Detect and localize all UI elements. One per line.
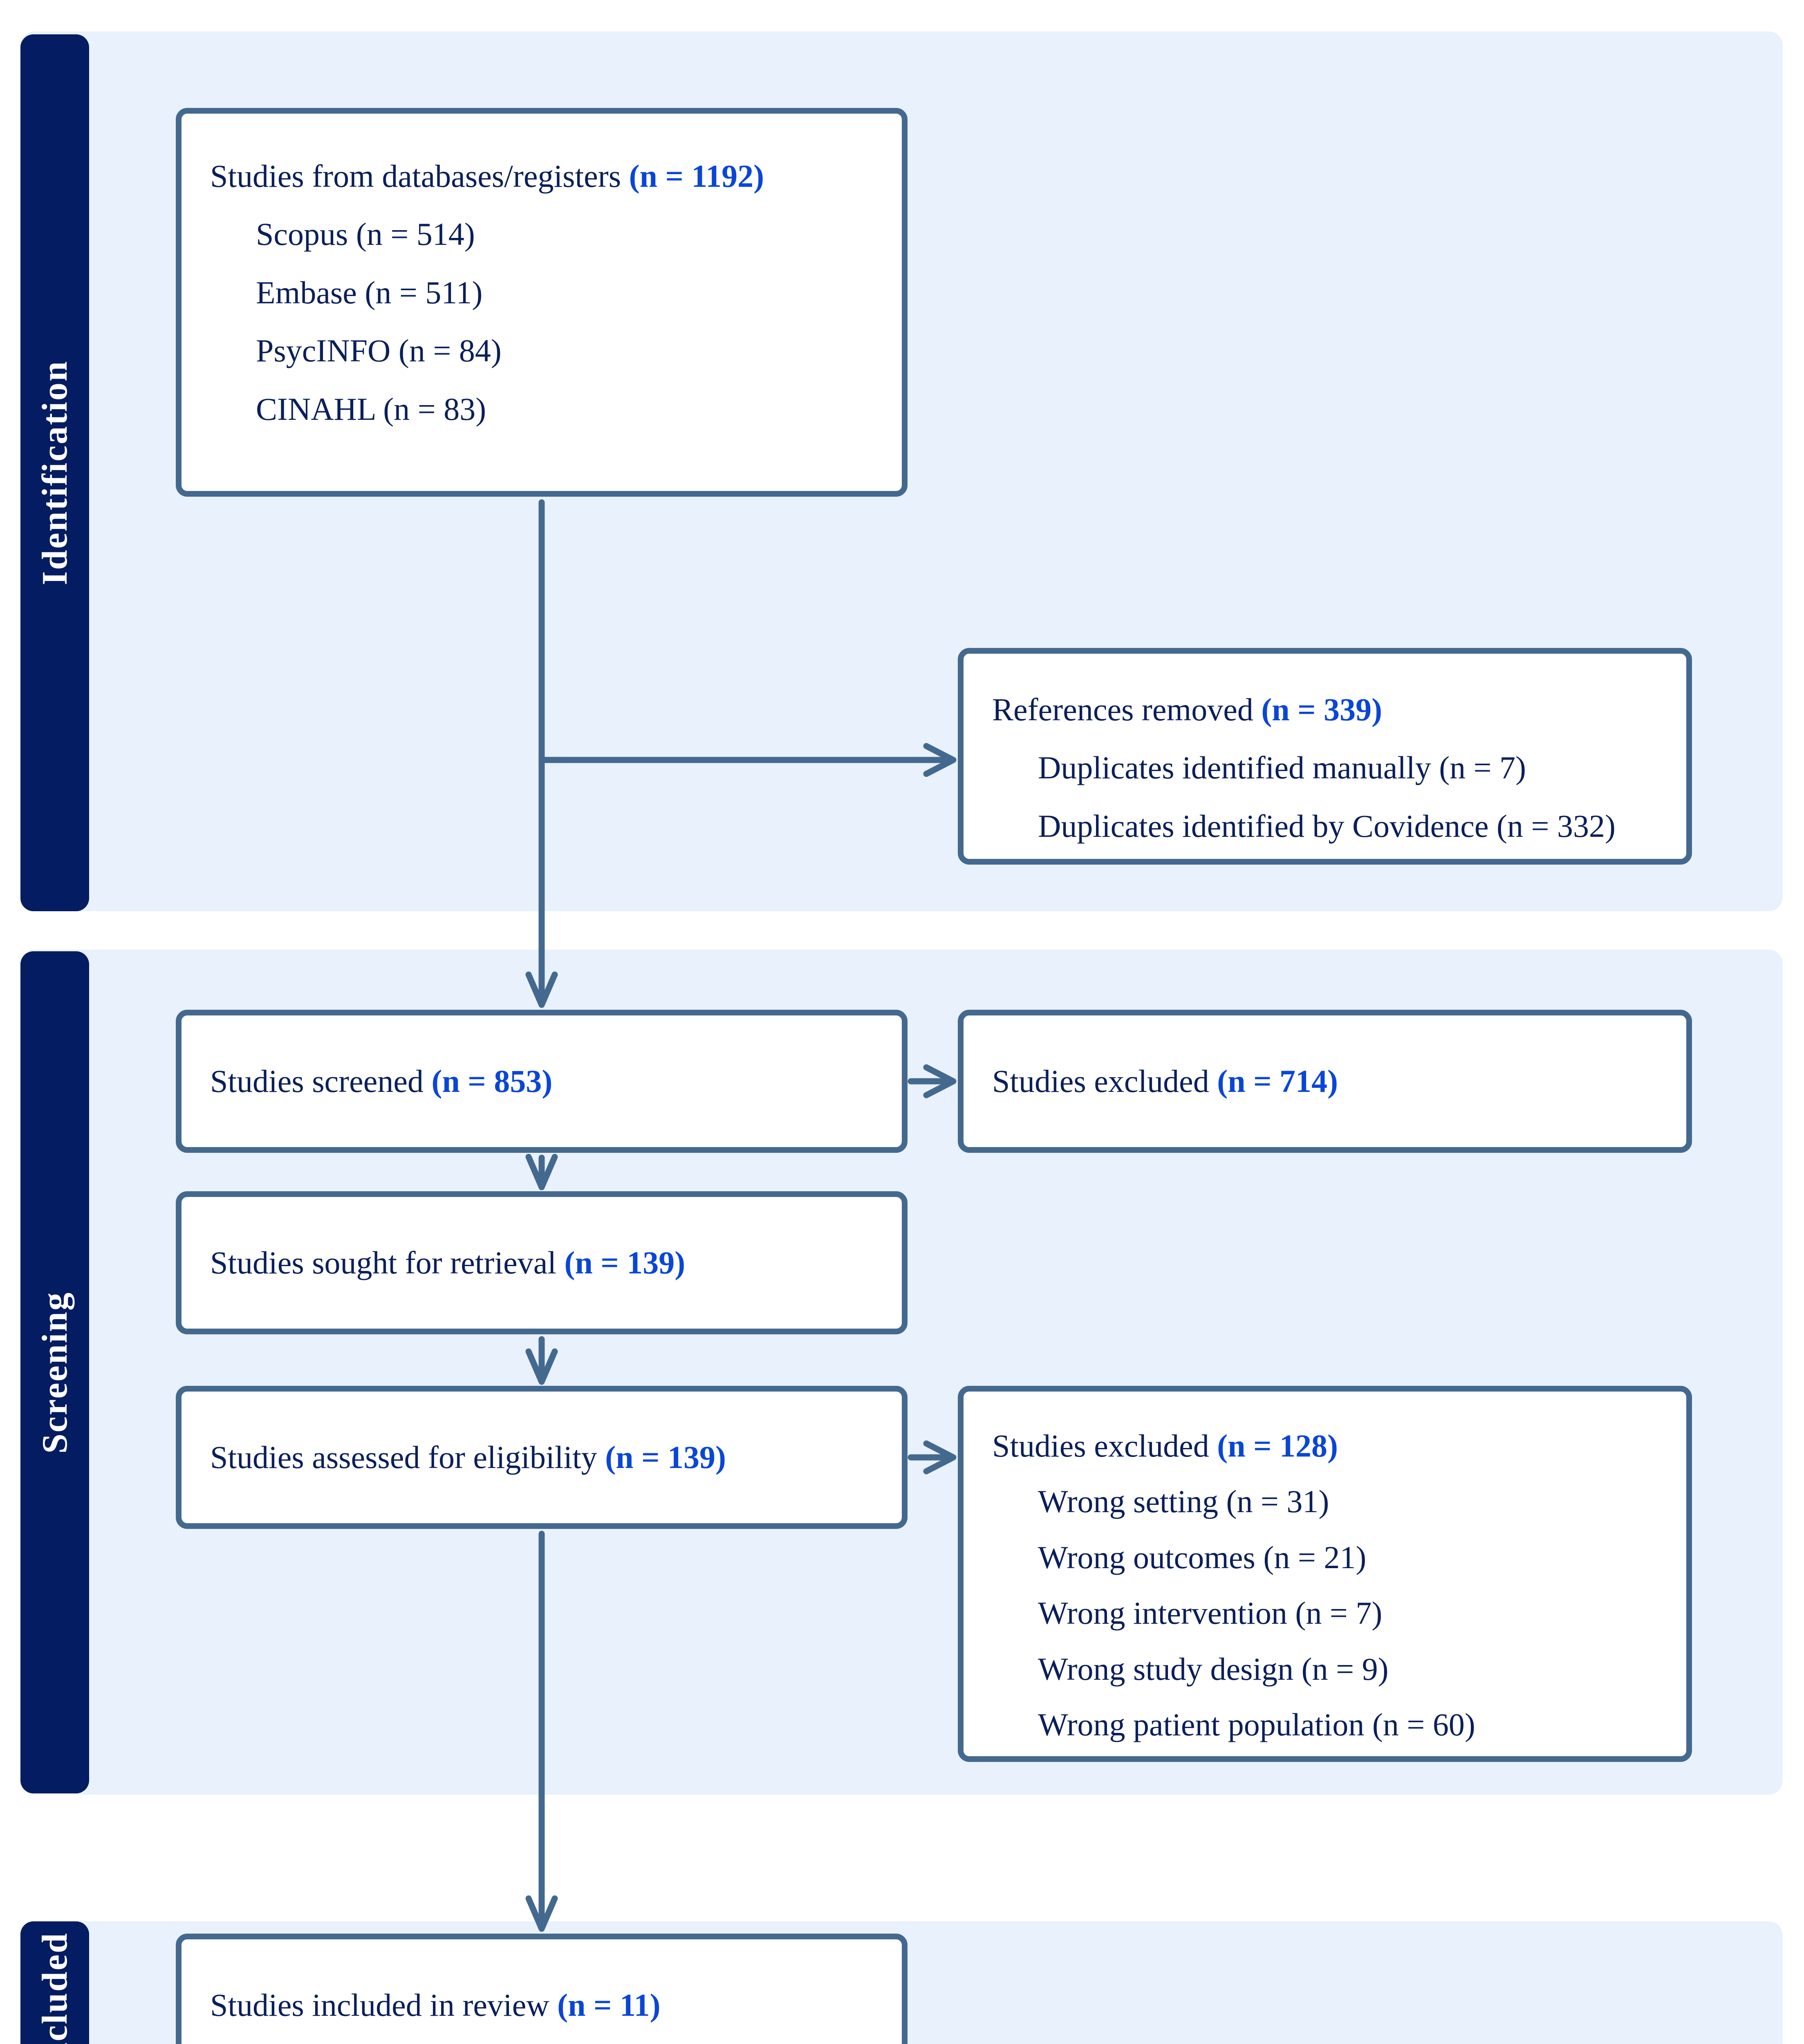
list-item: Scopus (n = 514) [256,216,475,252]
references-removed-box: References removed (n = 339) Duplicates … [958,648,1692,865]
list-item: Duplicates identified manually (n = 7) [1038,750,1526,786]
included-stage-bar: Included [20,1921,89,2044]
excluded-screening-box: Studies excluded (n = 714) [958,1010,1692,1153]
excluded-screening-count: (n = 714) [1217,1063,1338,1099]
list-item: Wrong study design (n = 9) [1038,1651,1389,1687]
excluded-eligibility-box: Studies excluded (n = 128) Wrong setting… [958,1386,1692,1762]
screening-stage-label: Screening [35,1291,75,1454]
eligibility-count: (n = 139) [605,1439,726,1475]
references-removed-title: References removed (n = 339) [992,692,1383,727]
included-stage-label: Included [35,1932,75,2044]
databases-box: Studies from databases/registers (n = 11… [176,108,908,497]
excluded-eligibility-count: (n = 128) [1217,1428,1338,1464]
list-item: Wrong outcomes (n = 21) [1038,1539,1367,1575]
retrieval-box-title: Studies sought for retrieval (n = 139) [210,1244,686,1280]
list-item: PsycINFO (n = 84) [256,333,502,369]
excluded-screening-title: Studies excluded (n = 714) [992,1063,1338,1099]
retrieval-count: (n = 139) [564,1244,686,1280]
included-box-title: Studies included in review (n = 11) [210,1987,661,2023]
list-item: Wrong setting (n = 31) [1038,1484,1329,1520]
screened-count: (n = 853) [431,1063,553,1099]
retrieval-box: Studies sought for retrieval (n = 139) [176,1191,908,1334]
included-count: (n = 11) [557,1987,661,2023]
arrow-branch-to-references-removed [541,743,957,777]
list-item: Duplicates identified by Covidence (n = … [1038,808,1616,844]
excluded-eligibility-title: Studies excluded (n = 128) [992,1428,1338,1464]
list-item: Wrong patient population (n = 60) [1038,1707,1475,1743]
list-item: CINAHL (n = 83) [256,391,486,427]
exclusion-reason-list: Wrong setting (n = 31) Wrong outcomes (n… [992,1483,1670,1743]
arrow-retrieval-to-eligibility [525,1336,558,1385]
databases-count: (n = 1192) [629,158,764,194]
arrow-eligibility-to-included [525,1531,558,1932]
screened-box-title: Studies screened (n = 853) [210,1063,553,1099]
databases-box-title: Studies from databases/registers (n = 11… [210,158,764,194]
list-item: Wrong intervention (n = 7) [1038,1595,1383,1631]
eligibility-box-title: Studies assessed for eligibility (n = 13… [210,1439,726,1475]
references-removed-list: Duplicates identified manually (n = 7) D… [992,749,1670,845]
databases-source-list: Scopus (n = 514) Embase (n = 511) PsycIN… [210,216,885,428]
arrow-screened-to-retrieval [525,1154,558,1190]
identification-stage-label: Identification [35,360,75,585]
list-item: Embase (n = 511) [256,274,483,310]
included-box: Studies included in review (n = 11) [176,1934,908,2044]
identification-stage-bar: Identification [20,34,89,911]
screened-box: Studies screened (n = 853) [176,1010,908,1153]
references-removed-count: (n = 339) [1261,692,1383,727]
eligibility-box: Studies assessed for eligibility (n = 13… [176,1386,908,1529]
arrow-databases-to-screened [525,499,558,1008]
arrow-eligibility-to-excluded [908,1440,957,1475]
screening-stage-bar: Screening [20,951,89,1793]
arrow-screened-to-excluded [908,1064,957,1098]
